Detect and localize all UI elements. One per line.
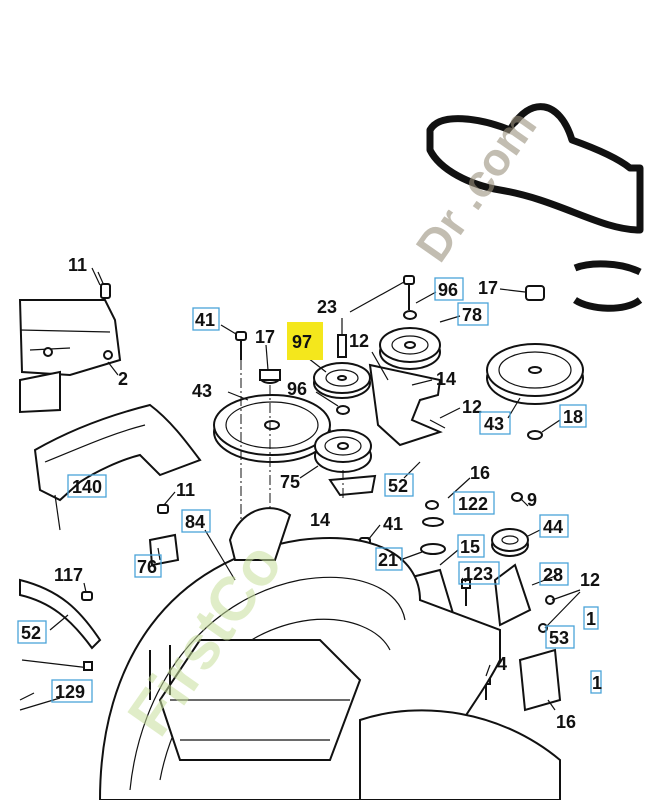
pulley-78 (379, 327, 441, 370)
label-part-140: 140 (72, 477, 102, 497)
label-part-78: 78 (462, 305, 482, 325)
idler-arm (368, 363, 443, 447)
label-part-11-top: 11 (68, 255, 87, 275)
label-part-76: 76 (137, 557, 157, 577)
label-part-12-far-right: 12 (580, 570, 600, 590)
label-part-53: 53 (549, 628, 569, 648)
label-part-15: 15 (460, 537, 480, 557)
label-part-52-top: 52 (388, 476, 408, 496)
label-part-52-bottom: 52 (21, 623, 41, 643)
deck-bracket-left (18, 299, 122, 377)
label-part-43-left: 43 (192, 381, 212, 401)
label-part-17-right: 17 (478, 278, 498, 298)
label-part-2: 2 (118, 369, 128, 389)
pulley-97 (313, 362, 371, 399)
label-part-1-right: 1 (586, 609, 596, 629)
label-part-1-far-right: 1 (592, 673, 602, 693)
pulley-43-left (213, 394, 331, 463)
label-part-129: 129 (55, 682, 85, 702)
label-part-12-right: 12 (462, 397, 482, 417)
label-part-11-center: 11 (176, 480, 195, 500)
label-part-97: 97 (292, 332, 312, 352)
label-part-43-right: 43 (484, 414, 504, 434)
part-labels: 11 2 17 23 12 17 43 96 14 12 75 16 14 11… (17, 255, 602, 732)
label-part-44: 44 (543, 517, 563, 537)
label-part-41-top: 41 (195, 310, 215, 330)
label-part-41-bottom: 41 (383, 514, 403, 534)
label-part-123: 123 (463, 564, 493, 584)
label-part-122: 122 (458, 494, 488, 514)
pulley-43-right (486, 343, 584, 405)
label-part-23: 23 (317, 297, 337, 317)
line-art (18, 103, 644, 800)
label-part-21: 21 (378, 550, 398, 570)
label-part-75: 75 (280, 472, 300, 492)
label-part-84: 84 (185, 512, 205, 532)
label-part-4: 4 (497, 654, 507, 674)
label-part-28: 28 (543, 565, 563, 585)
label-part-17-left: 17 (255, 327, 275, 347)
highlight-part-97 (287, 322, 323, 360)
pulley-75 (314, 429, 372, 473)
label-part-12-top: 12 (349, 331, 369, 351)
label-part-9: 9 (527, 490, 537, 510)
label-part-14-top: 14 (436, 369, 456, 389)
label-part-117: 117 (54, 565, 83, 585)
label-part-16-bottom: 16 (556, 712, 576, 732)
leader-lines (19, 267, 581, 711)
label-part-96-center: 96 (287, 379, 307, 399)
label-part-18: 18 (563, 407, 583, 427)
label-part-14-bottom: 14 (310, 510, 330, 530)
drive-belt (426, 103, 644, 312)
label-part-96-top: 96 (438, 280, 458, 300)
label-part-16-top: 16 (470, 463, 490, 483)
pulley-44 (491, 528, 529, 557)
shield-140 (33, 403, 202, 502)
